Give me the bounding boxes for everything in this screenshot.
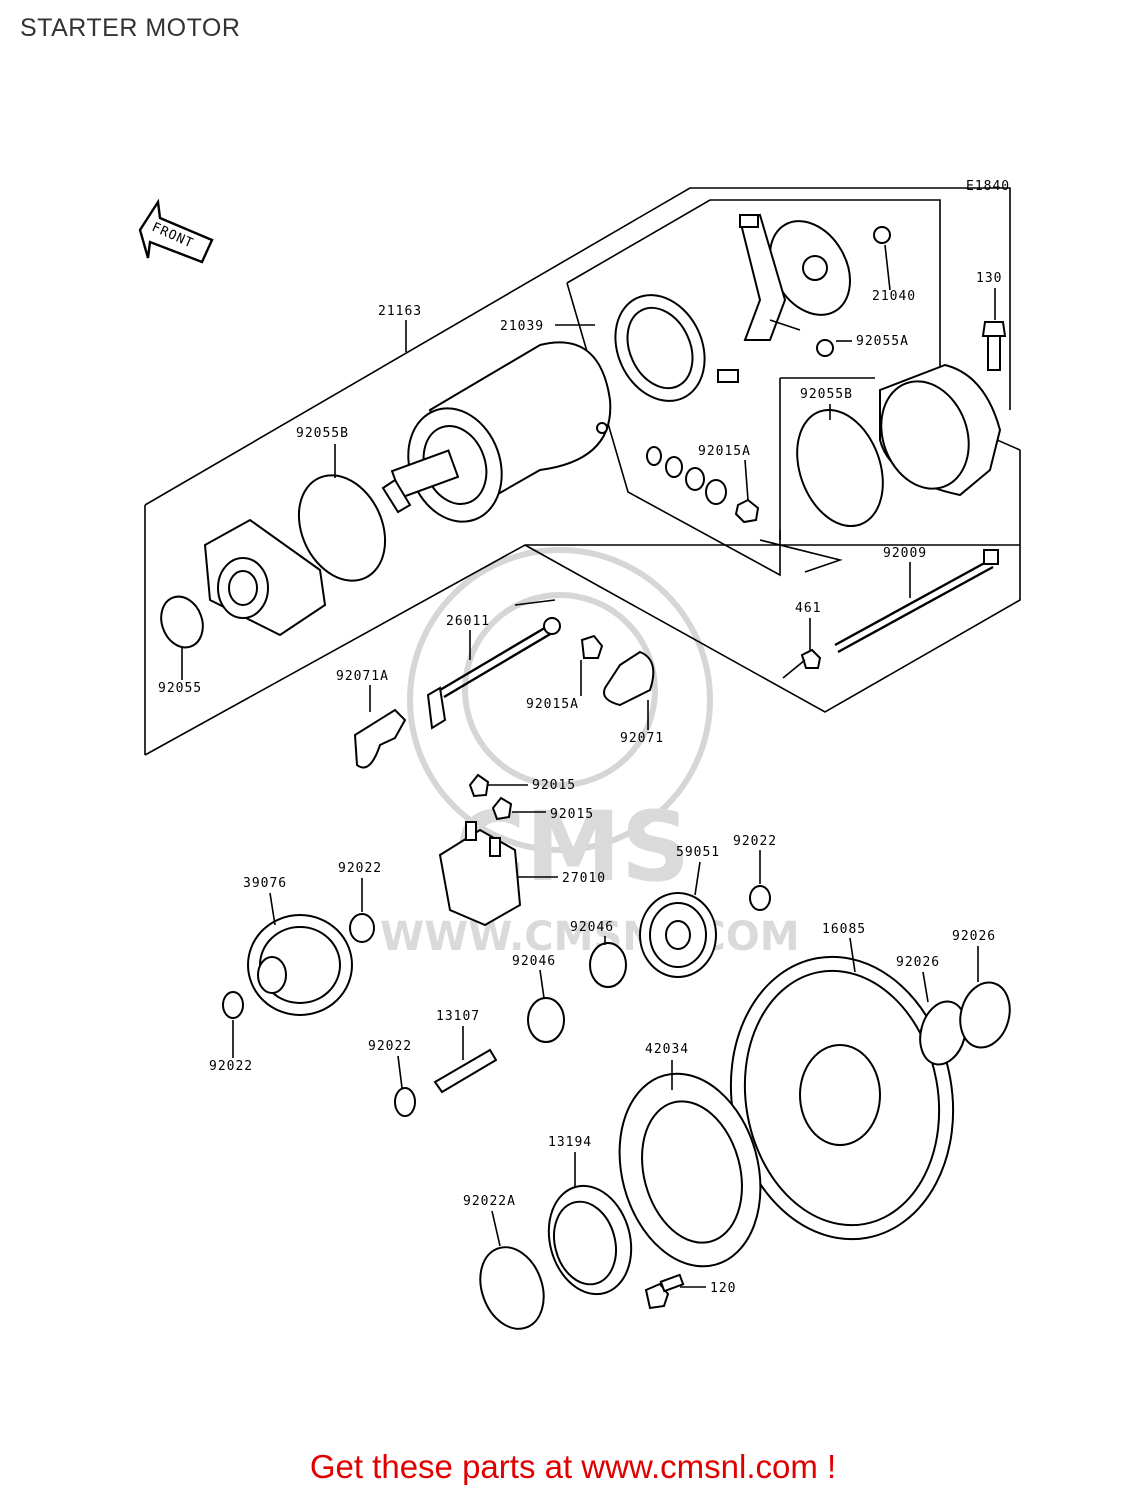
- part-label: 92009: [883, 546, 927, 561]
- o-ring-92055b: [297, 474, 387, 582]
- starter-relay: [438, 773, 522, 927]
- rear-cover: [879, 321, 1007, 497]
- part-label: 92015: [550, 807, 594, 822]
- nut-461: [800, 648, 822, 669]
- part-label: 92046: [570, 920, 614, 935]
- part-label: 39076: [243, 876, 287, 891]
- brush-holder: [614, 294, 706, 402]
- through-bolt: [834, 549, 999, 654]
- part-label: 42034: [645, 1042, 689, 1057]
- terminal-lead: [426, 617, 561, 730]
- nut-92015a: [580, 634, 604, 659]
- bolt-120: [644, 1273, 685, 1310]
- part-label: 461: [795, 601, 821, 616]
- part-label: 92015: [532, 778, 576, 793]
- shaft-13107: [433, 1048, 498, 1094]
- part-label: 92055: [158, 681, 202, 696]
- part-label: 130: [976, 271, 1002, 286]
- washer-92022a: [479, 1246, 545, 1330]
- part-label: 92055B: [296, 426, 349, 441]
- starter-gear-16085: [729, 955, 955, 1241]
- diagram-code: E1840: [966, 179, 1010, 194]
- part-label: 92055B: [800, 387, 853, 402]
- part-label: 13107: [436, 1009, 480, 1024]
- parts-diagram: CMS WWW.CMSNL.COM FRONT E1840: [138, 179, 1021, 1330]
- brush-plate: [717, 213, 891, 383]
- part-label: 27010: [562, 871, 606, 886]
- part-label: 92022: [338, 861, 382, 876]
- one-way-clutch-13194: [547, 1184, 633, 1296]
- part-label: 16085: [822, 922, 866, 937]
- needle-bearings: [527, 942, 627, 1043]
- part-label: 92022: [209, 1059, 253, 1074]
- washer-stack: [646, 446, 760, 524]
- part-label: 92026: [896, 955, 940, 970]
- part-label: 92071A: [336, 669, 389, 684]
- o-ring-92055b-rear: [796, 408, 884, 528]
- gear-59051: [639, 892, 717, 978]
- part-label: 92015A: [526, 697, 579, 712]
- part-label: 13194: [548, 1135, 592, 1150]
- part-label: 120: [710, 1281, 736, 1296]
- front-label: FRONT: [149, 220, 195, 252]
- clutch-42034: [618, 1072, 762, 1268]
- part-label: 92046: [512, 954, 556, 969]
- part-label: 92055A: [856, 334, 909, 349]
- watermark: CMS WWW.CMSNL.COM: [380, 547, 800, 960]
- part-label: 21039: [500, 319, 544, 334]
- part-label: 92022: [733, 834, 777, 849]
- part-label: 92022A: [463, 1194, 516, 1209]
- page-title: STARTER MOTOR: [20, 14, 241, 42]
- terminal-boot-92071: [603, 650, 655, 707]
- motor-body: [381, 341, 612, 523]
- part-label: 26011: [446, 614, 490, 629]
- washers: [222, 885, 1011, 1117]
- gear-39076: [247, 914, 353, 1016]
- o-ring-92055: [160, 595, 204, 649]
- part-label: 92026: [952, 929, 996, 944]
- part-label: 59051: [676, 845, 720, 860]
- part-label: 21163: [378, 304, 422, 319]
- part-label: 92022: [368, 1039, 412, 1054]
- front-cover: [203, 518, 327, 637]
- watermark-url: WWW.CMSNL.COM: [380, 914, 800, 960]
- footer-link[interactable]: Get these parts at www.cmsnl.com !: [309, 1448, 837, 1485]
- part-label: 92015A: [698, 444, 751, 459]
- terminal-cap-92071a: [353, 708, 407, 769]
- front-arrow-icon: FRONT: [138, 198, 214, 264]
- part-label: 92071: [620, 731, 664, 746]
- part-labels: 21163 21039 21040 130 92055A 92055B 9205…: [158, 244, 1002, 1296]
- part-label: 21040: [872, 289, 916, 304]
